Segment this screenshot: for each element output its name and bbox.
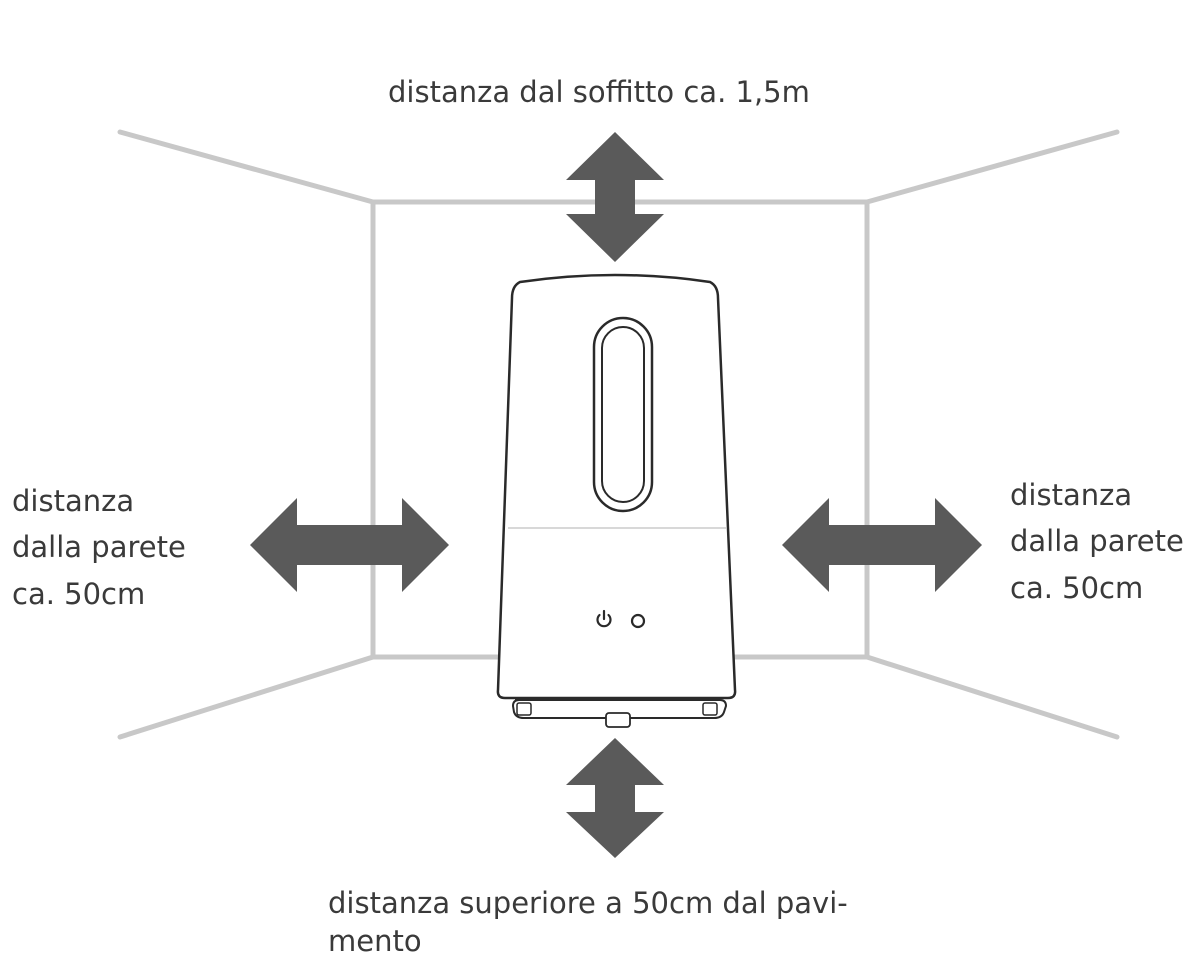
floor-distance-line-2: mento xyxy=(328,924,422,959)
ceiling-distance-text: distanza dal soffitto ca. 1,5m xyxy=(388,75,810,109)
power-icon[interactable] xyxy=(596,609,612,628)
left-arrow-icon xyxy=(250,498,449,592)
floor-left-edge xyxy=(117,654,376,740)
right-wall-line-1: distanza xyxy=(1010,478,1133,512)
floor-distance-line-1: distanza superiore a 50cm dal pavi- xyxy=(328,886,848,920)
humidifier-body xyxy=(496,273,737,700)
left-wall-distance-label: distanza dalla parete ca. 50cm xyxy=(12,478,186,617)
floor-distance-label: distanza superiore a 50cm dal pavi- ment… xyxy=(328,884,848,961)
humidifier-foot-left xyxy=(516,702,532,716)
humidifier-foot-right xyxy=(702,702,718,716)
bottom-arrow-icon xyxy=(566,738,664,858)
water-window-inner xyxy=(601,326,645,503)
top-arrow-icon xyxy=(566,132,664,262)
left-wall-line-3: ca. 50cm xyxy=(12,576,146,611)
ceiling-right-edge xyxy=(864,129,1120,205)
right-wall-line-3: ca. 50cm xyxy=(1010,570,1144,605)
circle-icon[interactable] xyxy=(630,613,646,629)
humidifier-foot-center xyxy=(605,712,631,728)
right-wall-line-2: dalla parete xyxy=(1010,524,1184,559)
ceiling-distance-label: distanza dal soffitto ca. 1,5m xyxy=(388,70,810,115)
arrows xyxy=(250,132,982,858)
water-window-outer xyxy=(592,316,654,513)
left-wall-line-2: dalla parete xyxy=(12,530,186,565)
right-arrow-icon xyxy=(782,498,982,592)
ceiling-left-edge xyxy=(117,129,376,205)
right-wall-distance-label: distanza dalla parete ca. 50cm xyxy=(1010,472,1184,611)
left-wall-line-1: distanza xyxy=(12,484,135,518)
floor-right-edge xyxy=(864,654,1120,740)
humidifier xyxy=(496,273,737,728)
